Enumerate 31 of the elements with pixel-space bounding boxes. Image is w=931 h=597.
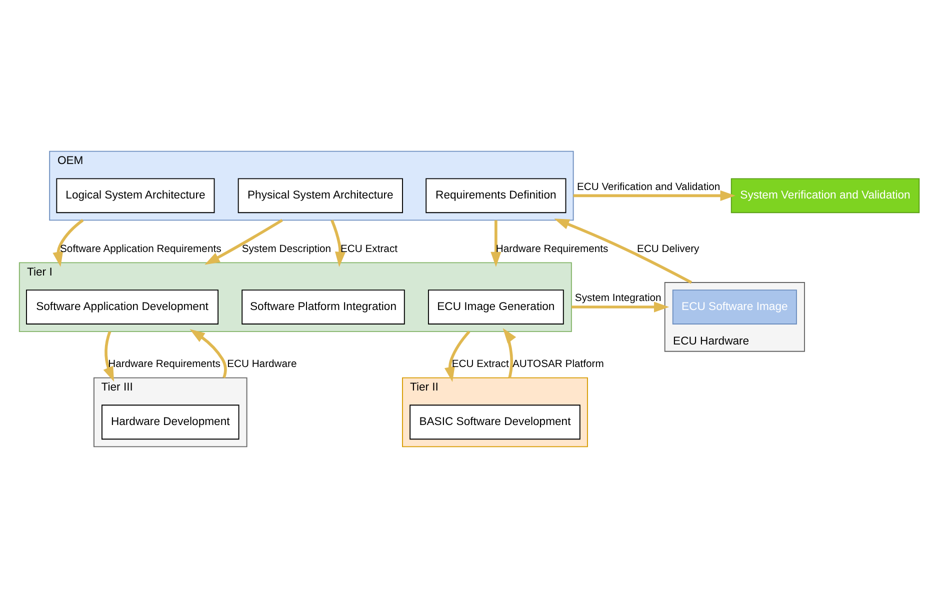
arrow [573, 190, 736, 200]
node-box: ECU Image Generation [428, 289, 564, 324]
arrow [571, 301, 670, 312]
arrow [52, 218, 84, 266]
arrow [204, 218, 283, 264]
arrow [444, 330, 470, 382]
edge-label: ECU Extract [452, 358, 509, 370]
arrow [490, 220, 502, 266]
arrow [190, 328, 227, 378]
node-box: Software Application Development [26, 289, 218, 324]
edge-label: System Description [242, 244, 332, 255]
edge-label: System Integration [574, 292, 662, 304]
edge-label: ECU Extract [340, 244, 398, 255]
arrow [554, 218, 692, 284]
node-box: BASIC Software Development [410, 404, 580, 440]
edge-label: ECU Delivery [637, 244, 700, 255]
edge-label: AUTOSAR Platform [512, 358, 604, 370]
node-box: Logical System Architecture [56, 178, 215, 213]
arrow [330, 219, 346, 266]
node-box: System Verification and Validation [730, 178, 920, 213]
arrow [502, 328, 516, 378]
edge-label: Software Application Requirements [60, 244, 222, 255]
edge-label: Hardware Requirements [108, 358, 220, 370]
arrow [103, 330, 114, 382]
node-box: ECU Software Image [672, 289, 797, 324]
node-box: Software Platform Integration [242, 289, 405, 324]
edge-label: ECU Verification and Validation [576, 181, 720, 192]
edge-label: ECU Hardware [227, 358, 297, 370]
node-box: Physical System Architecture [238, 178, 403, 213]
node-box: Hardware Development [102, 404, 240, 440]
node-box: Requirements Definition [426, 178, 566, 213]
